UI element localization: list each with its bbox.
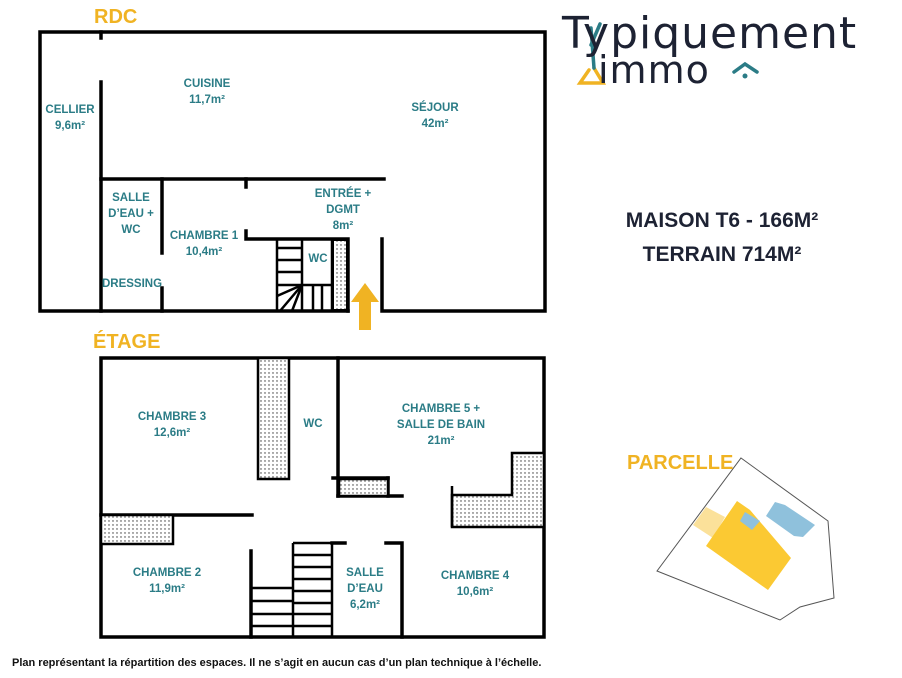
etage-stairs	[251, 541, 334, 637]
room-wc-etage: WC	[303, 418, 323, 430]
annex-building-2	[766, 502, 815, 537]
logo-line1: Typiquement	[562, 8, 858, 59]
parcel-map	[656, 457, 835, 621]
annex-building-1	[740, 512, 760, 530]
room-wc-rdc: WC	[308, 253, 328, 265]
rdc-duct	[332, 239, 348, 311]
house-footprint	[706, 501, 791, 590]
summary-line2: TERRAIN 714M²	[642, 243, 802, 266]
rdc-stairs	[275, 237, 334, 313]
logo-mark	[576, 22, 759, 85]
level-label-parcelle: PARCELLE	[627, 452, 734, 474]
parcel-boundary	[656, 457, 835, 621]
room-salle-deau-wc: SALLE D’EAU + WC	[108, 192, 154, 236]
level-label-etage: ÉTAGE	[93, 331, 161, 353]
entrance-arrow	[351, 283, 379, 330]
etage-ducts	[99, 356, 546, 546]
level-label-rdc: RDC	[94, 6, 138, 28]
logo-line2: immo	[598, 48, 710, 92]
room-dressing: DRESSING	[101, 278, 163, 290]
summary-line1: MAISON T6 - 166M²	[625, 209, 819, 232]
rdc-walls	[38, 30, 547, 313]
disclaimer: Plan représentant la répartition des esp…	[12, 657, 542, 669]
